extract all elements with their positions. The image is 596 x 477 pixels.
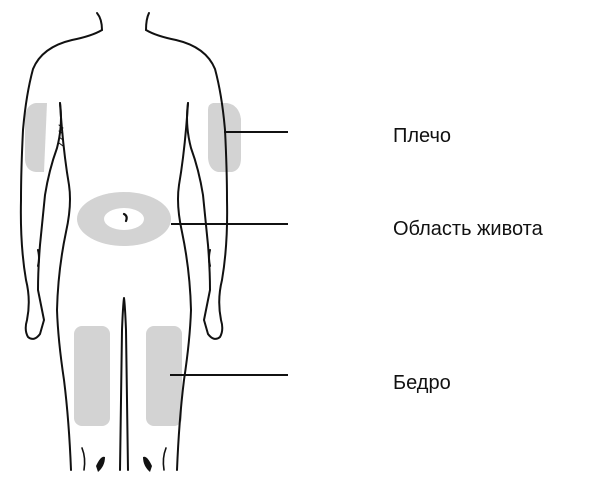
knee-marks: [96, 457, 152, 472]
neck-right: [146, 13, 149, 30]
knee-lines: [82, 448, 166, 470]
left-knee-line-outer: [82, 448, 85, 470]
label-abdomen: Область живота: [393, 219, 543, 239]
right-elbow-crease: [209, 250, 210, 266]
inner-legs-outline: [120, 298, 128, 470]
zone-left-thigh: [74, 326, 110, 426]
right-arm-outline: [146, 30, 227, 339]
zone-left-upper-arm: [25, 103, 47, 172]
label-shoulder: Плечо: [393, 126, 451, 146]
label-thigh: Бедро: [393, 373, 451, 393]
zone-abdomen-navel-exclusion: [104, 208, 144, 230]
left-elbow-crease: [38, 250, 39, 266]
right-knee-line-outer: [163, 448, 166, 470]
left-torso-outline: [57, 103, 71, 470]
right-knee-mark: [143, 457, 152, 472]
left-knee-mark: [96, 457, 105, 472]
left-arm-outline: [21, 30, 102, 339]
neck-left: [97, 13, 102, 30]
